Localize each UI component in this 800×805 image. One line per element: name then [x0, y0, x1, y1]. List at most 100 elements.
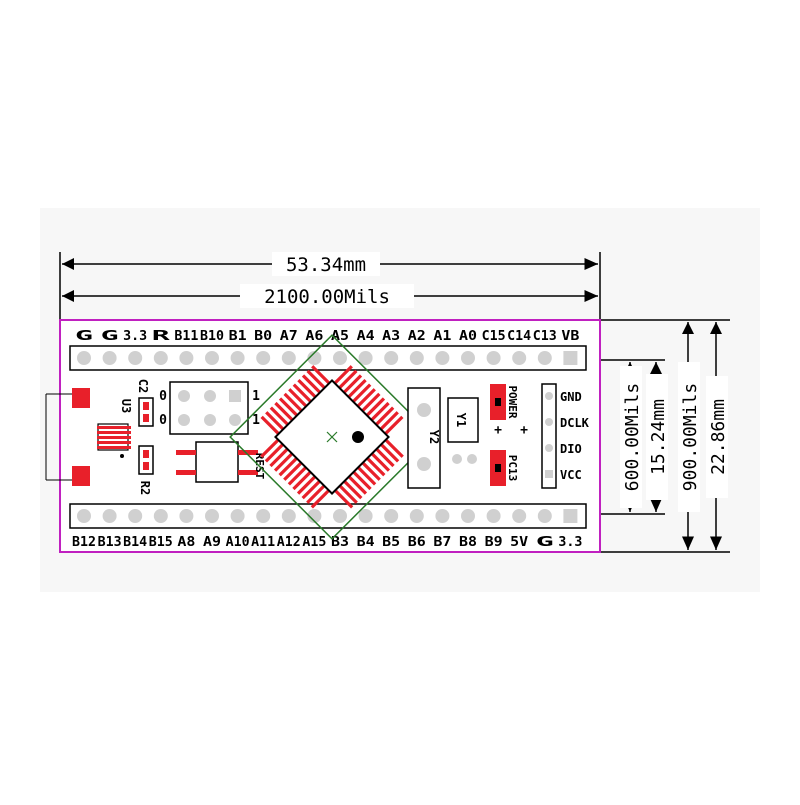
mcu-pin-left [269, 406, 289, 426]
top-pin-square [563, 351, 578, 365]
c2-body [138, 397, 154, 427]
bottom-pin [537, 509, 552, 523]
mcu-overlay [326, 431, 364, 443]
mcu-pin-bottom [260, 438, 280, 458]
bottom-pin [461, 509, 475, 523]
top-pin [256, 351, 271, 365]
mcu-pin-left [278, 397, 299, 417]
power-label: POWER [506, 385, 519, 418]
bottom-pin-label: A8 [177, 535, 195, 550]
top-pin [179, 351, 194, 365]
r2-body [138, 445, 154, 475]
mcu-pin-left [283, 392, 303, 412]
swd-label: VCC [560, 468, 582, 482]
dim-label-bg-outer-mm [706, 376, 728, 498]
mcu-pin-bottom [301, 480, 321, 500]
usb-pad-bottom [72, 466, 90, 486]
jumper-zero-2: 0 [159, 413, 167, 428]
mcu-pin1-dot [352, 431, 364, 443]
bottom-pin-label: B7 [433, 535, 451, 550]
dim-label-mils-bg [240, 284, 414, 308]
bottom-pin [281, 509, 296, 523]
top-pin [102, 351, 117, 365]
mcu-pin-top [365, 397, 386, 417]
top-pin-label: A2 [408, 329, 426, 344]
top-pin [281, 351, 296, 365]
r2-pad-top [143, 450, 149, 458]
usb-connector: U3 [45, 388, 133, 486]
top-pin [461, 351, 475, 365]
usb-signal-pad-3 [97, 436, 131, 439]
top-header-pins [77, 351, 578, 365]
bottom-pin-label: A9 [203, 535, 221, 550]
mcu-pin-right [347, 475, 368, 495]
top-pin-label: A4 [357, 329, 375, 344]
top-pin [512, 351, 527, 365]
swd-label: DIO [560, 442, 582, 456]
jumper-pin-4 [178, 414, 190, 426]
mcu-pin-bottom [278, 457, 298, 477]
top-pin-label: 3.3 [123, 329, 147, 344]
usb-signal-pad-2 [97, 431, 131, 434]
top-pin [307, 351, 322, 365]
top-pin-label: VB [561, 329, 579, 344]
mcu-pin-left [311, 365, 331, 385]
reset-pad-1 [176, 450, 196, 455]
bottom-pin [409, 509, 424, 523]
pc13-label: PC13 [506, 455, 519, 482]
top-pin-label: A3 [382, 329, 400, 344]
top-pin-label: A1 [433, 329, 451, 344]
mcu-pin-left [301, 374, 322, 394]
swd-label: GND [560, 390, 582, 404]
bottom-pin-label: B14 [123, 535, 147, 550]
bottom-pin [486, 509, 501, 523]
top-pin-label: C13 [533, 329, 557, 344]
y2-label: Y2 [427, 430, 441, 444]
bottom-pin-label: B9 [485, 535, 503, 550]
mcu-center-mark-b [326, 431, 338, 443]
bottom-pin-label: 3.3 [558, 535, 582, 550]
bottom-pin-label: 5V [510, 535, 528, 550]
dim-label-inner-mm: 15.24mm [648, 399, 669, 475]
mcu-pin-bottom [292, 470, 312, 491]
mcu-pin-left [306, 369, 326, 389]
usb-signal-pads [97, 426, 131, 449]
bottom-pin-label: B5 [382, 535, 400, 550]
mcu-pin-top [375, 406, 395, 426]
top-pin [435, 351, 450, 365]
r2-label: R2 [138, 481, 152, 495]
mcu-pin-right [370, 452, 391, 472]
jumper-one-2: 1 [252, 413, 260, 428]
swd-pin-2 [545, 418, 553, 426]
swd-pin-1 [545, 392, 553, 400]
dim-label-width-mm: 53.34mm [286, 254, 366, 276]
resistor-r2: R2 [138, 445, 154, 495]
mcu-pin-right [375, 447, 395, 468]
mcu-pin-left [288, 388, 308, 408]
top-pin [205, 351, 219, 365]
usb-signal-pad-1 [97, 426, 131, 429]
mcu-pin-bottom [283, 461, 303, 481]
mcu-pin-right [338, 484, 358, 504]
jumper-pin-6 [229, 414, 241, 426]
jumper-pin-5 [204, 414, 216, 426]
power-led: POWER + [490, 384, 519, 438]
reset-pad-3 [176, 470, 196, 475]
usb-pad-top [72, 388, 90, 408]
boot-jumpers: 0 0 1 1 [159, 381, 260, 435]
bottom-pin [102, 509, 117, 523]
bottom-pin [435, 509, 450, 523]
top-pin [230, 351, 245, 365]
mcu-outline [229, 334, 435, 540]
top-pin [128, 351, 143, 365]
top-pin [486, 351, 501, 365]
bottom-pin [128, 509, 143, 523]
swd-frame [541, 383, 557, 489]
mcu-pin-bottom [273, 452, 294, 472]
mcu-pin-left [292, 383, 312, 403]
usb-signal-pad-5 [97, 446, 131, 449]
bottom-pin-label: A11 [251, 535, 275, 550]
bottom-pin-label: A15 [302, 535, 326, 550]
mcu-pin-top [347, 378, 367, 399]
